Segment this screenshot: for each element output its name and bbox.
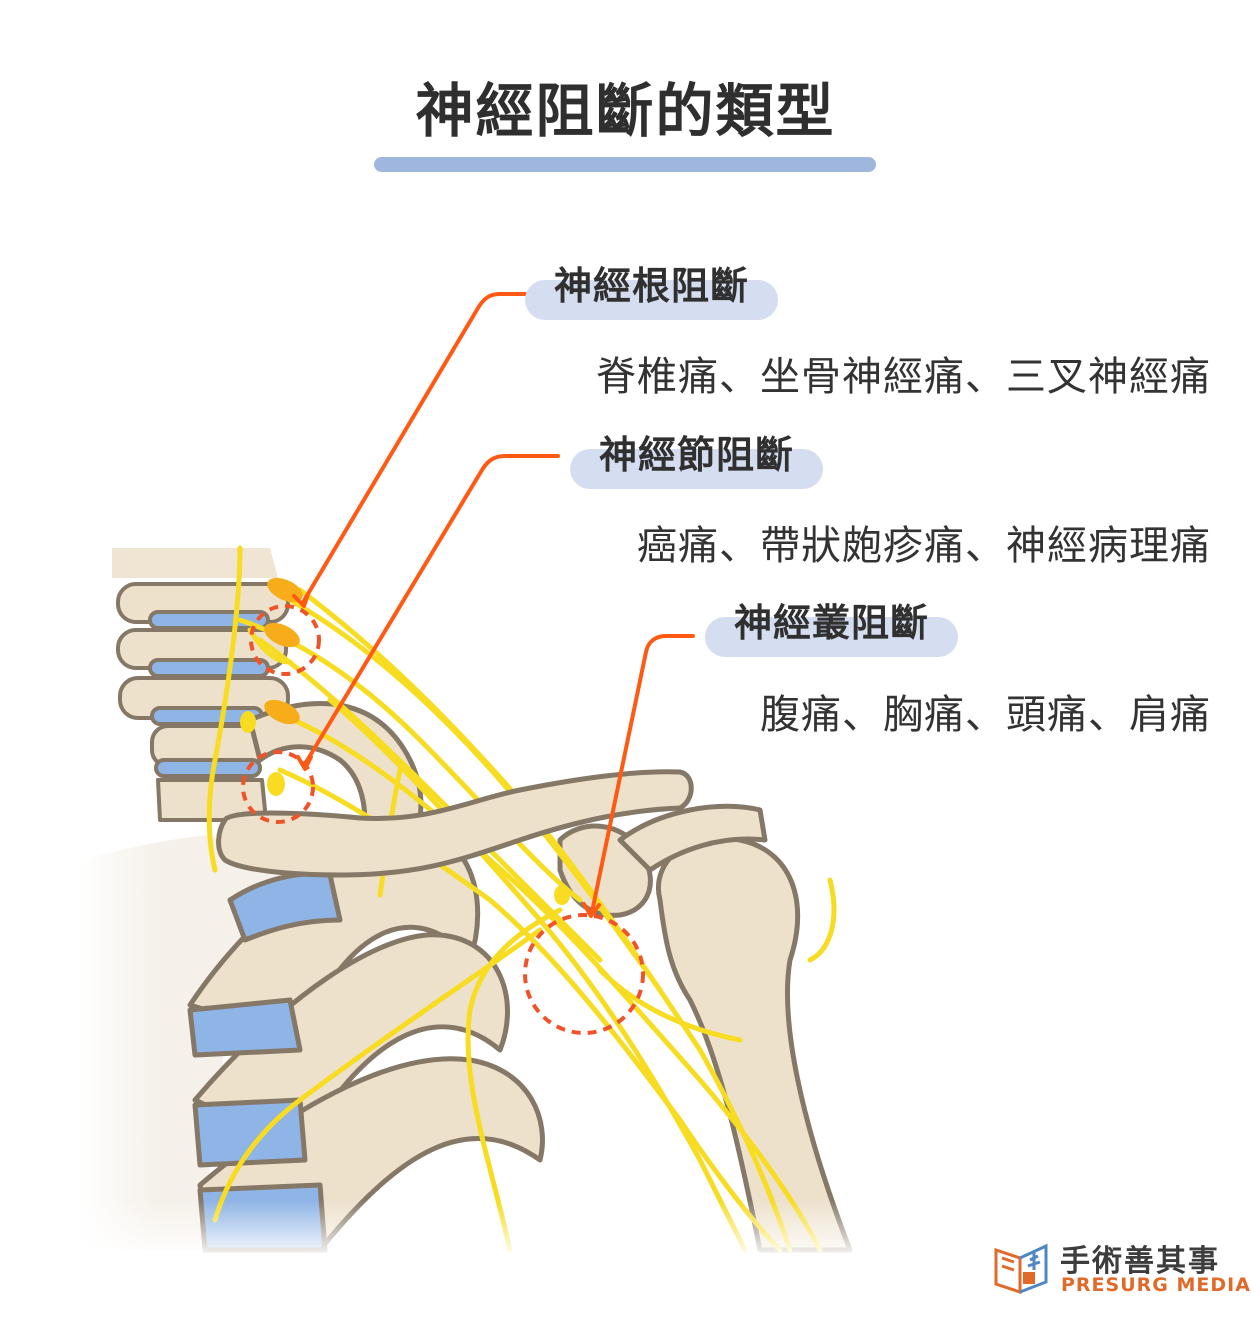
leader-lines bbox=[292, 292, 695, 918]
label-text: 神經根阻斷 bbox=[553, 264, 749, 308]
marker-circles bbox=[241, 604, 645, 1035]
label-text: 神經節阻斷 bbox=[598, 433, 794, 477]
leader-line-root bbox=[300, 292, 527, 606]
marker-circle-plexus bbox=[523, 913, 645, 1035]
presurg-logo-icon bbox=[994, 1243, 1048, 1295]
ganglia bbox=[240, 577, 570, 905]
marker-circle-root bbox=[249, 604, 321, 676]
humerus bbox=[656, 835, 853, 1253]
logo-english: PRESURG MEDIA bbox=[1061, 1274, 1251, 1296]
leader-line-plexus bbox=[590, 634, 695, 914]
logo-name: 手術善其事 bbox=[1060, 1244, 1220, 1279]
label-text: 神經叢阻斷 bbox=[733, 601, 929, 645]
label-plexus-block: 神經叢阻斷 bbox=[705, 601, 958, 657]
label-nerve-root-block: 神經根阻斷 bbox=[525, 264, 778, 320]
leader-line-ganglion bbox=[303, 454, 560, 766]
uses-plexus-block: 腹痛、胸痛、頭痛、肩痛 bbox=[760, 692, 1211, 738]
page-title: 神經阻斷的類型 bbox=[415, 77, 836, 145]
uses-nerve-root-block: 脊椎痛、坐骨神經痛、三叉神經痛 bbox=[596, 354, 1211, 400]
marker-circle-ganglion bbox=[241, 750, 315, 824]
title-underline bbox=[374, 157, 876, 172]
presurg-logo: 手術善其事 PRESURG MEDIA bbox=[990, 1236, 1250, 1298]
bottom-fade bbox=[0, 1200, 1251, 1260]
label-ganglion-block: 神經節阻斷 bbox=[570, 433, 823, 489]
cervical-spine bbox=[112, 548, 290, 822]
uses-ganglion-block: 癌痛、帶狀皰疹痛、神經病理痛 bbox=[637, 523, 1211, 569]
clavicle bbox=[216, 769, 694, 878]
